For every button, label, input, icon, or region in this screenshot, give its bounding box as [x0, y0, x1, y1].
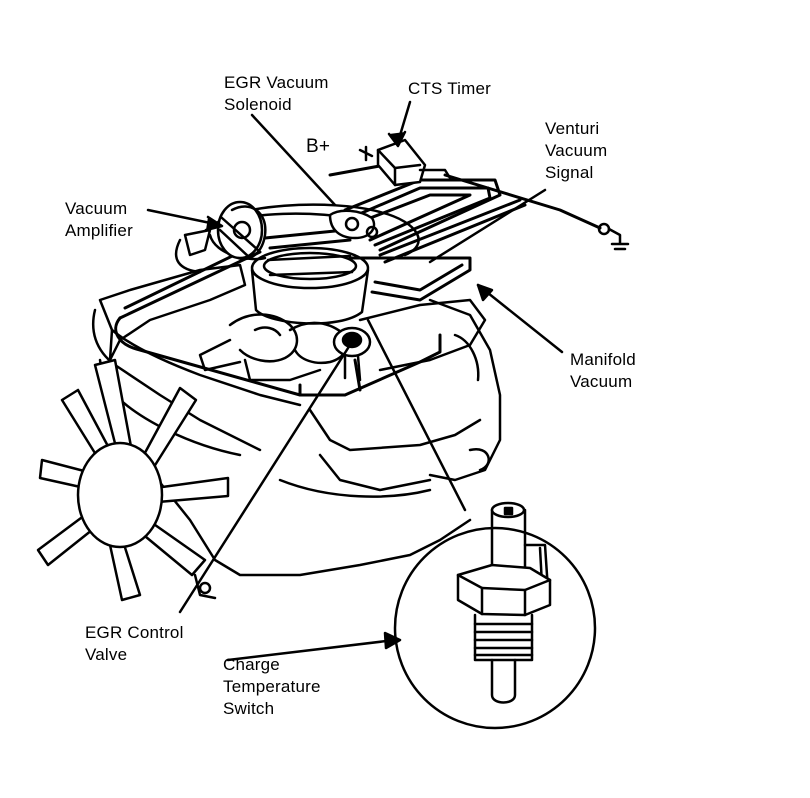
charge-temperature-switch-detail [393, 501, 597, 730]
label-line: Vacuum [65, 199, 128, 218]
cooling-fan [36, 358, 230, 602]
cts-timer [358, 138, 452, 187]
ground-symbol-icon [597, 222, 630, 251]
label-line: EGR Control [85, 623, 184, 642]
label-line: EGR Vacuum [224, 73, 329, 92]
egr-control-valve [332, 326, 372, 382]
label-line: Vacuum [545, 141, 608, 160]
hose-routing [114, 163, 602, 397]
vacuum-amplifier [216, 200, 267, 261]
label-line: B+ [306, 136, 331, 157]
label-vacuum-amplifier: Vacuum Amplifier [65, 198, 133, 242]
label-line: Switch [223, 699, 275, 718]
label-line: Valve [85, 645, 128, 664]
label-manifold-vacuum: Manifold Vacuum [570, 349, 636, 393]
label-line: Signal [545, 163, 594, 182]
label-line: Charge [223, 655, 280, 674]
leader-lines [146, 100, 564, 662]
label-line: Vacuum [570, 372, 633, 391]
label-egr-vacuum-solenoid: EGR Vacuum Solenoid [224, 72, 329, 116]
label-line: Amplifier [65, 221, 133, 240]
label-cts-timer: CTS Timer [408, 78, 491, 100]
label-charge-temperature-switch: Charge Temperature Switch [223, 654, 321, 720]
label-line: Manifold [570, 350, 636, 369]
label-egr-control-valve: EGR Control Valve [85, 622, 184, 666]
label-line: CTS Timer [408, 79, 492, 98]
label-line: Solenoid [224, 95, 292, 114]
label-line: Temperature [223, 677, 321, 696]
label-venturi-vacuum-signal: Venturi Vacuum Signal [545, 118, 607, 184]
label-line: Venturi [545, 119, 600, 138]
egr-vacuum-solenoid [328, 209, 379, 240]
label-b-plus: B+ [306, 136, 330, 158]
